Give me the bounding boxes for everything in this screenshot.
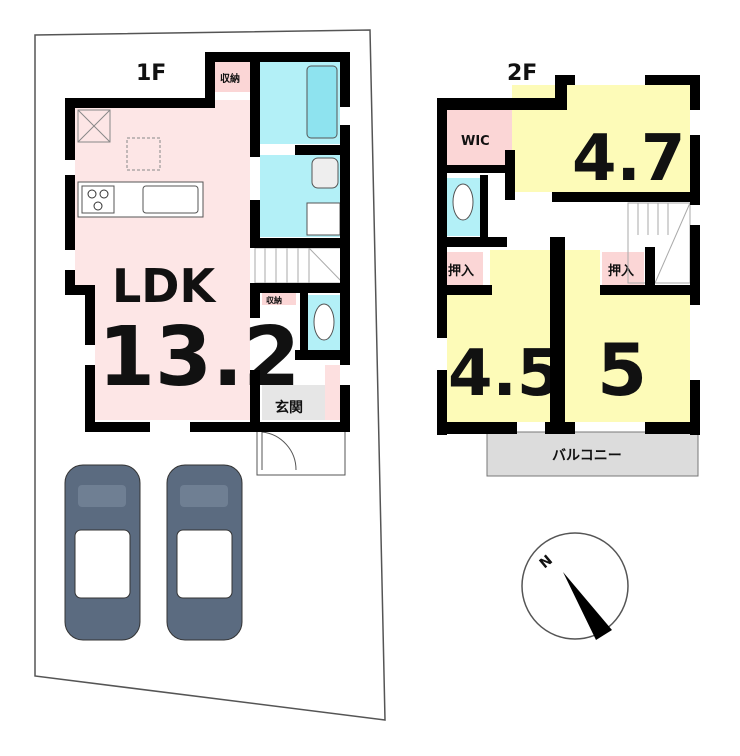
car-right xyxy=(166,464,243,641)
toilet-icon xyxy=(313,303,335,341)
bathtub-icon xyxy=(306,65,338,139)
balcony-label: バルコニー xyxy=(552,448,622,464)
entrance-label: 玄関 xyxy=(275,399,303,416)
room-4-5-size: 4.5 xyxy=(448,337,561,411)
front-door-swing xyxy=(261,431,297,471)
car-left xyxy=(64,464,141,641)
porch xyxy=(256,429,346,476)
balcony xyxy=(486,431,699,477)
wic-label: WIC xyxy=(461,134,490,149)
ldk-room xyxy=(75,100,250,420)
burner-icon xyxy=(93,201,103,211)
compass-needle-icon xyxy=(563,572,612,640)
entrance-floor xyxy=(262,385,325,420)
room-5 xyxy=(565,295,690,422)
kitchen-sink-icon xyxy=(142,185,199,214)
storage-mid xyxy=(262,293,296,305)
ldk-name: LDK xyxy=(112,259,217,313)
washer-icon xyxy=(306,202,341,236)
closet-left-label: 押入 xyxy=(448,263,474,279)
fridge-space xyxy=(77,109,111,143)
storage-mid-label: 収納 xyxy=(266,295,282,305)
closet-left xyxy=(447,252,483,286)
sink-icon xyxy=(311,157,339,189)
walls-1f xyxy=(65,52,350,432)
floor-2-label: 2F xyxy=(507,61,537,86)
wic xyxy=(447,110,512,167)
storage-box xyxy=(126,137,161,171)
toilet-icon xyxy=(452,183,474,221)
storage-top-label: 収納 xyxy=(220,72,240,85)
walls-2f xyxy=(437,75,700,435)
storage-top xyxy=(215,62,250,92)
floor-2: 2F バルコニー WIC 4.7 押入 4.5 5 押入 xyxy=(437,61,700,477)
stairs-1f xyxy=(254,247,344,284)
floor-1-label: 1F xyxy=(136,61,166,86)
lot-boundary xyxy=(34,29,386,721)
closet-right xyxy=(602,252,644,286)
floor-1: 1F 収納 収納 玄関 xyxy=(65,52,350,476)
stove-icon xyxy=(81,185,115,214)
room-4-7-size: 4.7 xyxy=(572,122,685,196)
ldk-size: 13.2 xyxy=(98,310,300,405)
compass: N xyxy=(521,532,629,640)
closet-right-label: 押入 xyxy=(608,263,634,279)
burner-icon xyxy=(87,189,97,199)
room-4-5 xyxy=(447,295,550,422)
burner-icon xyxy=(99,189,109,199)
entrance-storage xyxy=(325,365,340,420)
room-5-size: 5 xyxy=(597,328,647,412)
